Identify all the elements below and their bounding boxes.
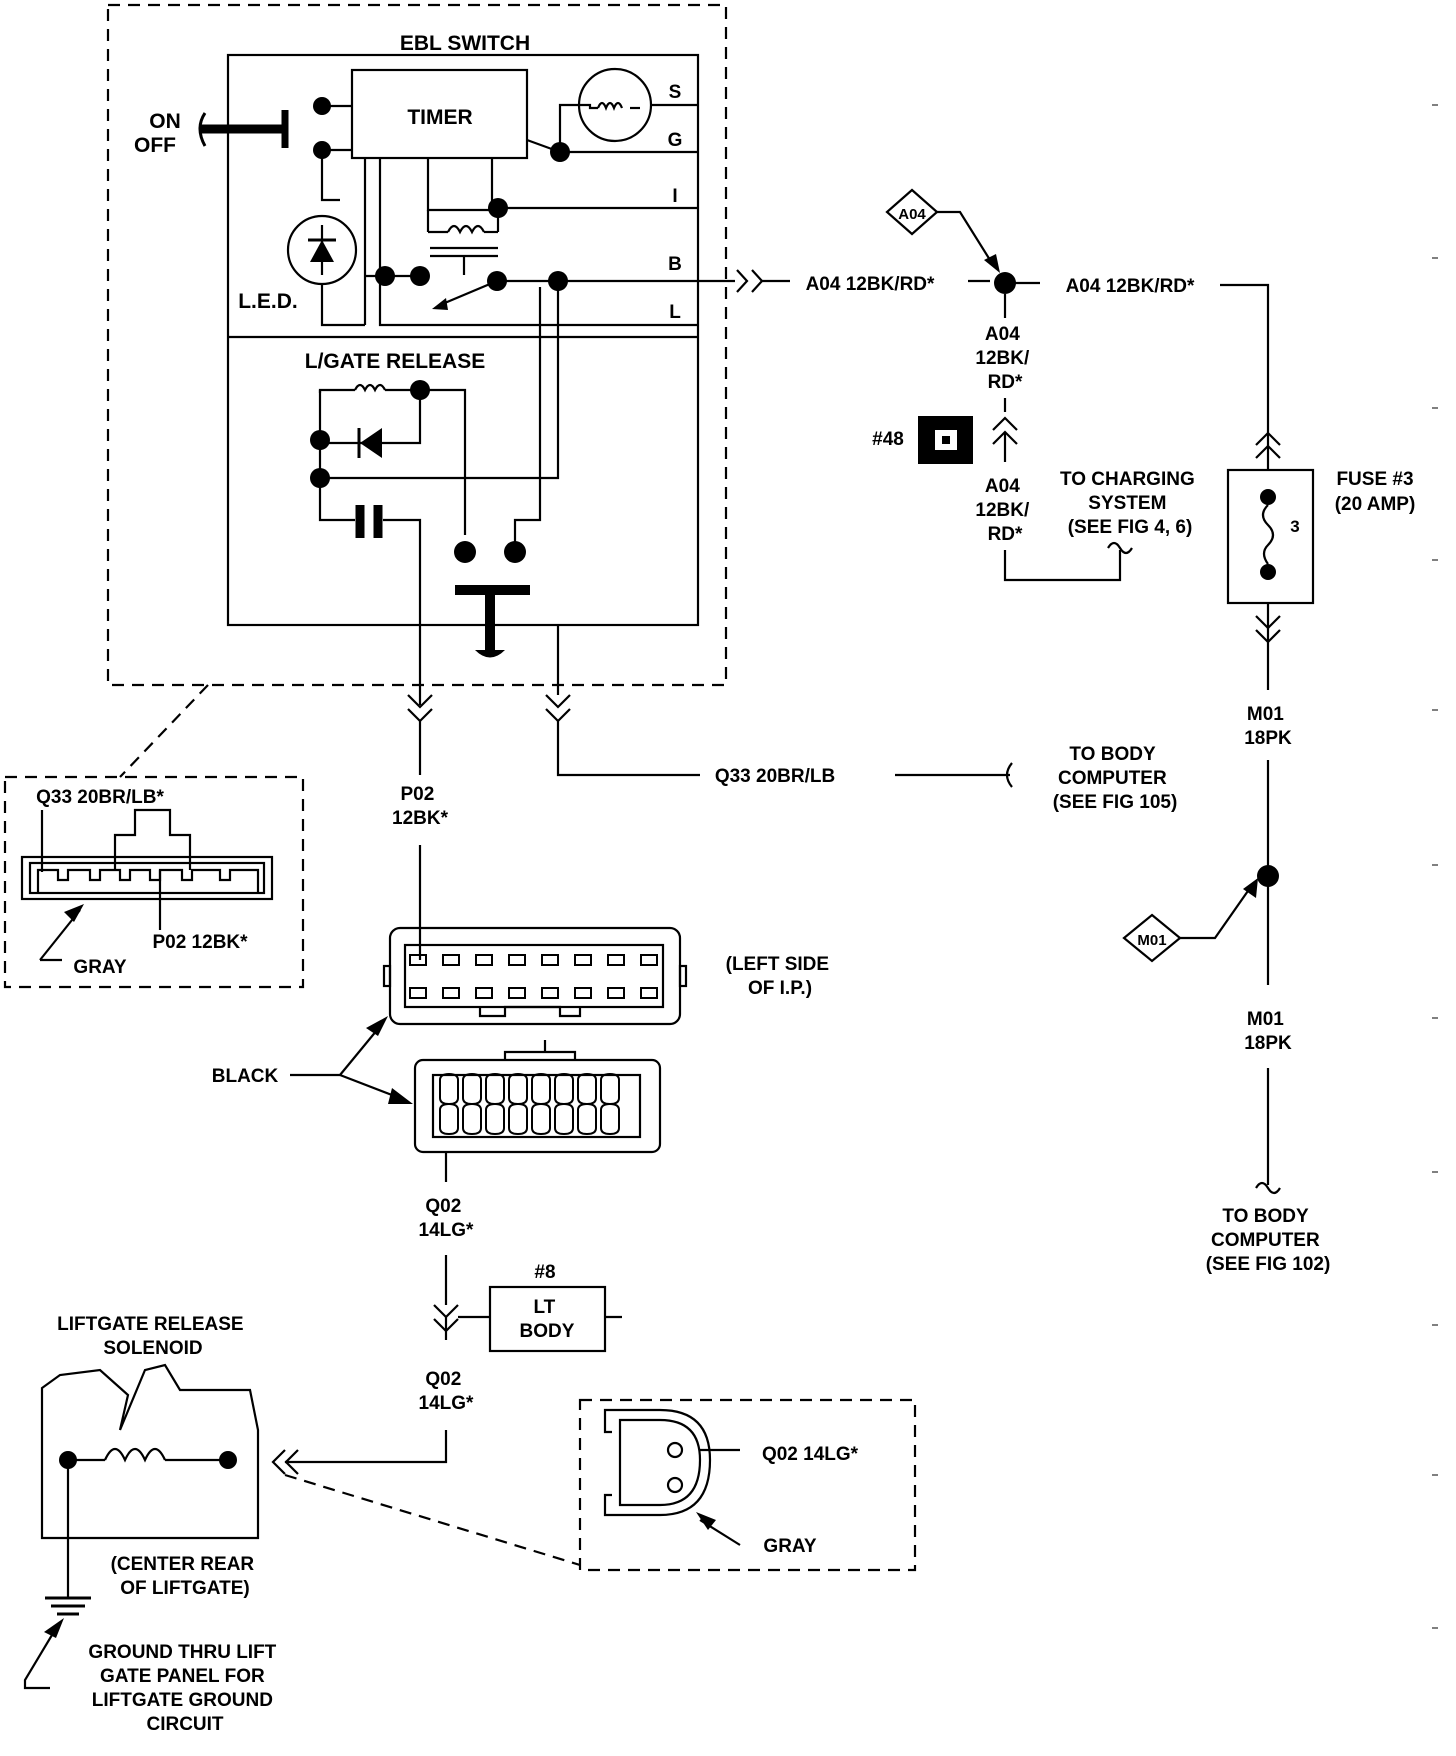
wire-q33: Q33 20BR/LB <box>715 766 835 787</box>
switch-connector-color: GRAY <box>73 957 126 978</box>
ground-symbol <box>45 1590 91 1616</box>
ebl-switch-title: EBL SWITCH <box>400 32 530 55</box>
wire-m01-lower: M01 18PK <box>1244 1009 1292 1054</box>
on-off-toggle <box>198 110 289 148</box>
solenoid-connector-wire: Q02 14LG* <box>762 1444 859 1465</box>
wire-a04-lower: A04 12BK/ RD* <box>975 476 1034 545</box>
margin-ticks <box>1432 104 1438 1629</box>
terminal-l: L <box>669 302 681 323</box>
wire-m01-upper: M01 18PK <box>1244 704 1292 749</box>
wire-q02-upper: Q02 14LG* <box>419 1196 475 1241</box>
fuse-number: 3 <box>1290 517 1299 536</box>
led-label: L.E.D. <box>238 290 298 313</box>
solenoid-connector-color: GRAY <box>763 1536 816 1557</box>
body-computer-102-note: TO BODY COMPUTER (SEE FIG 102) <box>1206 1206 1331 1275</box>
fuse-3-box <box>1226 468 1315 605</box>
timer-block <box>350 68 529 160</box>
liftgate-button <box>455 585 530 658</box>
terminal-labels: S G I B L <box>668 82 683 323</box>
led-indicator <box>286 214 358 286</box>
switch-connector-q33: Q33 20BR/LB* <box>36 787 164 808</box>
ip-connector-color: BLACK <box>212 1066 279 1087</box>
on-label: ON <box>149 110 181 133</box>
body-computer-105-note: TO BODY COMPUTER (SEE FIG 105) <box>1053 744 1178 813</box>
ip-location-note: (LEFT SIDE OF I.P.) <box>726 954 835 999</box>
fuse-rating: (20 AMP) <box>1335 494 1416 515</box>
svg-text:A04: A04 <box>898 206 926 223</box>
terminal-s: S <box>669 82 682 103</box>
svg-text:M01: M01 <box>1137 932 1166 949</box>
splice-m01: M01 <box>1122 913 1182 963</box>
splice-a04: A04 <box>885 188 939 236</box>
liftgate-solenoid <box>40 1363 260 1590</box>
terminal-b: B <box>668 254 682 275</box>
terminal-g: G <box>668 130 683 151</box>
terminal-i: I <box>672 186 677 207</box>
switch-connector-p02: P02 12BK* <box>152 932 248 953</box>
ground-note: GROUND THRU LIFT GATE PANEL FOR LIFTGATE… <box>88 1642 281 1735</box>
off-label: OFF <box>134 134 176 157</box>
charging-system-note: TO CHARGING SYSTEM (SEE FIG 4, 6) <box>1060 469 1200 538</box>
wire-a04-out: A04 12BK/RD* <box>806 274 935 295</box>
wire-p02: P02 12BK* <box>392 784 449 829</box>
ip-connector-lower <box>413 1040 662 1154</box>
solenoid-connector-detail: Q02 14LG* GRAY <box>284 1398 917 1572</box>
ebl-switch-assembly: EBL SWITCH TIMER ON OFF L.E.D. <box>106 3 728 705</box>
ground-8-number: #8 <box>534 1262 555 1283</box>
liftgate-release-title: L/GATE RELEASE <box>305 350 485 373</box>
solenoid-location: (CENTER REAR OF LIFTGATE) <box>111 1554 260 1599</box>
fuse-title: FUSE #3 <box>1336 469 1413 490</box>
ground-8-label: LT BODY <box>520 1297 575 1342</box>
timer-label: TIMER <box>407 106 472 129</box>
connector-48-label: #48 <box>872 429 904 450</box>
wire-a04-right: A04 12BK/RD* <box>1066 276 1195 297</box>
wire-q02-lower: Q02 14LG* <box>419 1369 475 1414</box>
switch-connector-detail: Q33 20BR/LB* P02 12BK* GRAY <box>3 684 305 989</box>
ip-connector-upper <box>382 926 688 1026</box>
ground-8-box <box>488 1285 607 1353</box>
wire-a04-down: A04 12BK/ RD* <box>975 324 1034 393</box>
connector-48-icon <box>918 416 973 464</box>
solenoid-title: LIFTGATE RELEASE SOLENOID <box>57 1314 249 1359</box>
